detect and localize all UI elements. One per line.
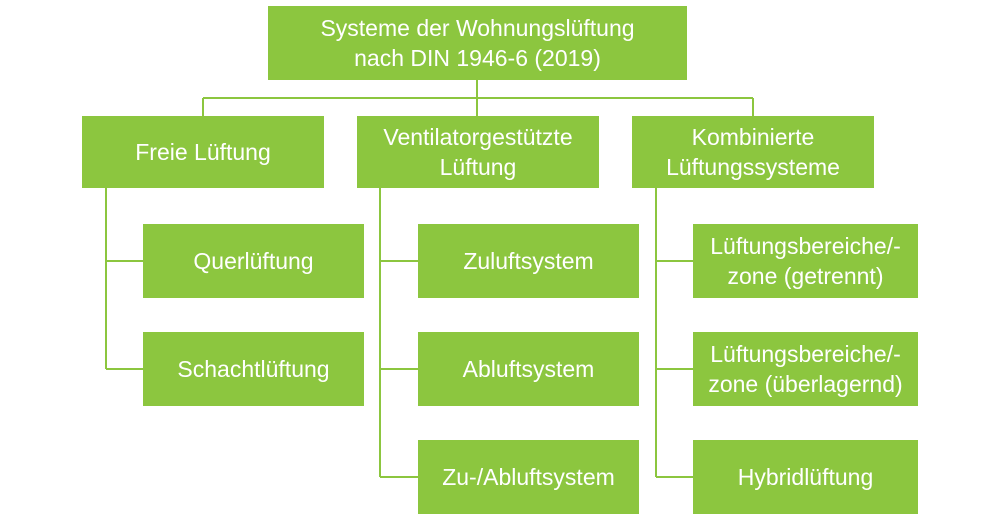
node-schachtlueftung: Schachtlüftung <box>143 332 364 406</box>
category-ventilatorgestuetzte-lueftung: Ventilatorgestützte Lüftung <box>357 116 599 188</box>
node-zuluftsystem: Zuluftsystem <box>418 224 639 298</box>
category-freie-lueftung: Freie Lüftung <box>82 116 324 188</box>
node-abluftsystem: Abluftsystem <box>418 332 639 406</box>
node-lueftungsbereiche-ueberlagernd: Lüftungsbereiche/- zone (überlagernd) <box>693 332 918 406</box>
node-zu-abluftsystem: Zu-/Abluftsystem <box>418 440 639 514</box>
node-lueftungsbereiche-getrennt: Lüftungsbereiche/- zone (getrennt) <box>693 224 918 298</box>
node-hybridlueftung: Hybridlüftung <box>693 440 918 514</box>
node-querlueftung: Querlüftung <box>143 224 364 298</box>
root-node: Systeme der Wohnungslüftung nach DIN 194… <box>268 6 687 80</box>
category-kombinierte-lueftungssysteme: Kombinierte Lüftungssysteme <box>632 116 874 188</box>
